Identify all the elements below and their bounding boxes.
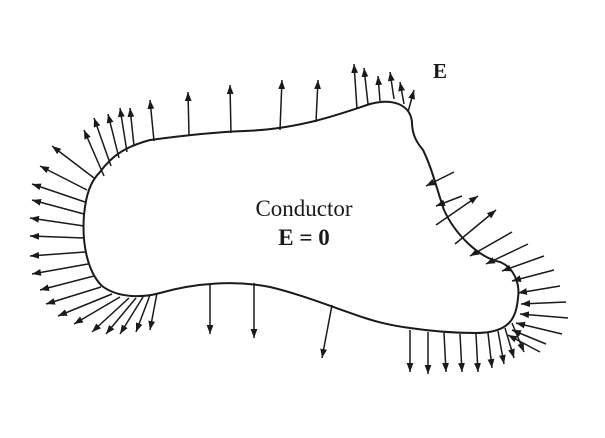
field-line-arrow	[39, 275, 95, 292]
field-line-arrow	[45, 286, 102, 305]
field-line-arrow	[91, 297, 130, 333]
field-line-arrow	[31, 183, 86, 203]
interior-field-label: E = 0	[278, 225, 329, 250]
field-line-arrow	[515, 321, 563, 335]
field-line-arrow	[375, 75, 383, 102]
field-line-arrow	[278, 79, 286, 131]
field-line-arrow	[226, 84, 234, 134]
field-line-arrow	[485, 243, 529, 265]
field-line-arrow	[504, 327, 515, 359]
field-line-arrow	[487, 332, 495, 369]
field-line-arrow	[407, 89, 415, 113]
field-line-arrow	[184, 91, 192, 136]
field-line-arrow	[469, 231, 513, 257]
field-line-arrow	[29, 251, 86, 259]
field-line-arrow	[31, 263, 89, 276]
field-line-arrow	[398, 81, 405, 105]
field-line-arrow	[105, 297, 137, 335]
field-line-arrow	[474, 333, 481, 373]
field-line-arrow	[435, 195, 479, 226]
field-line-arrow	[507, 334, 541, 353]
field-line-arrow	[454, 209, 497, 245]
field-line-arrow	[29, 215, 85, 227]
field-line-arrow	[520, 300, 567, 308]
field-line-arrow	[511, 329, 547, 345]
field-line-arrow	[511, 269, 555, 283]
field-line-arrow	[135, 294, 151, 333]
field-line-arrow	[435, 195, 463, 207]
field-line-arrow	[458, 333, 465, 373]
field-line-arrow	[320, 304, 333, 359]
field-lines	[29, 63, 569, 374]
field-line-arrow	[387, 71, 395, 100]
field-line-arrow	[425, 171, 455, 187]
field-line-arrow	[31, 199, 85, 215]
field-line-arrow	[497, 330, 506, 365]
field-line-arrow	[519, 311, 569, 319]
field-line-arrow	[29, 232, 85, 240]
field-line-arrow	[442, 332, 449, 373]
field-line-arrow	[511, 322, 525, 353]
field-label: E	[433, 59, 447, 83]
field-line-arrow	[119, 296, 144, 335]
field-line-arrow	[57, 293, 113, 317]
field-line-arrow	[361, 67, 369, 105]
field-line-arrow	[127, 107, 135, 147]
field-line-arrow	[106, 113, 120, 159]
field-line-arrow	[83, 129, 105, 177]
field-line-arrow	[501, 255, 545, 272]
field-line-arrow	[51, 145, 95, 179]
field-line-arrow	[93, 117, 112, 167]
field-line-arrow	[351, 63, 359, 110]
conductor-label: Conductor	[255, 196, 352, 221]
field-line-arrow	[314, 79, 321, 123]
field-line-arrow	[39, 165, 88, 191]
field-line-arrow	[148, 292, 158, 331]
field-line-arrow	[73, 296, 121, 325]
field-line-arrow	[147, 99, 155, 142]
field-line-arrow	[517, 285, 561, 295]
field-line-arrow	[118, 107, 128, 153]
